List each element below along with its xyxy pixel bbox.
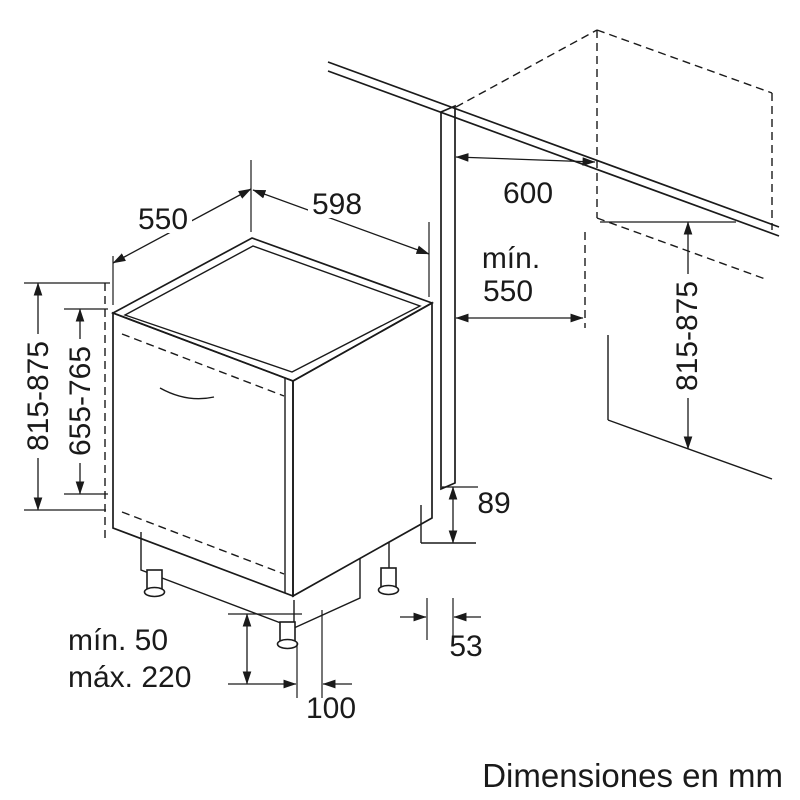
dimension-total-height-left: 815-875 [22, 282, 110, 511]
dim-label-door-panel-height: 655-765 [64, 346, 97, 456]
dim-label-niche-min-value: 550 [483, 275, 533, 308]
dim-label-plinth-recess: 100 [306, 692, 356, 725]
niche-dashed-outline [455, 29, 773, 328]
foot-rear-base [377, 584, 400, 596]
floor-lines [420, 335, 773, 544]
niche-side-wall [440, 104, 456, 491]
dimension-plinth-height-range: mín. 50 máx. 220 [68, 613, 302, 694]
foot-front-left-base [143, 586, 166, 598]
dim-label-rear-clearance: 53 [449, 630, 482, 663]
dimension-base-gap: 89 [442, 486, 511, 544]
units-note: Dimensiones en mm [482, 757, 783, 794]
dim-label-appliance-depth: 550 [138, 203, 188, 236]
plinth-and-feet [140, 532, 400, 650]
dimension-appliance-depth: 550 [112, 160, 252, 305]
dim-label-total-height-left: 815-875 [22, 341, 55, 451]
dim-label-plinth-min: mín. 50 [68, 624, 168, 657]
dimension-plinth-recess: 100 [228, 610, 356, 725]
dim-label-appliance-width: 598 [312, 188, 362, 221]
door-front-face [112, 311, 294, 598]
door-handle [159, 387, 215, 400]
dimension-rear-clearance: 53 [400, 598, 483, 663]
dim-label-plinth-max: máx. 220 [68, 661, 191, 694]
dimension-niche-width: 600 [455, 153, 596, 210]
top-face [110, 237, 435, 382]
top-face-rim [123, 245, 422, 373]
dimension-niche-min-depth: mín. 550 [455, 242, 584, 323]
dimension-niche-height-right: 815-875 [600, 221, 736, 450]
dimension-appliance-width: 598 [252, 188, 430, 297]
dim-label-base-gap: 89 [477, 487, 510, 520]
countertop-lines [327, 61, 780, 237]
furniture-panel-dashed [104, 283, 285, 575]
foot-front-right-base [276, 638, 299, 650]
right-side-face [292, 301, 433, 598]
dishwasher-body [110, 237, 435, 598]
dim-label-niche-width: 600 [503, 177, 553, 210]
dim-label-niche-min-prefix: mín. [482, 242, 540, 275]
dimension-door-panel-height: 655-765 [64, 308, 108, 495]
dim-label-niche-height-right: 815-875 [671, 281, 704, 391]
